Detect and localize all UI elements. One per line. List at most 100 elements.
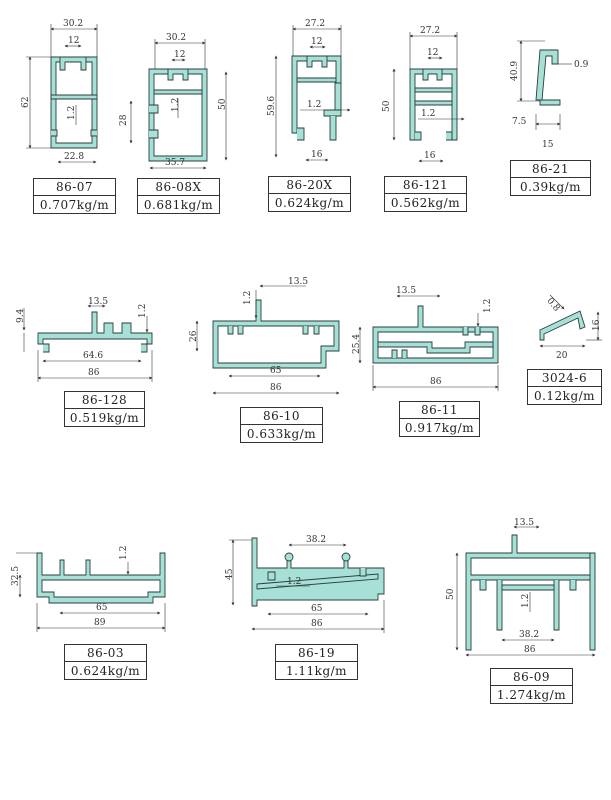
profile-code: 86-128 xyxy=(65,392,144,409)
profile-weight: 0.633kg/m xyxy=(246,426,317,441)
dim-label: 13.5 xyxy=(88,297,108,307)
dim-label: 86 xyxy=(430,377,442,387)
dim-label: 1.2 xyxy=(287,577,301,587)
profile-code: 86-21 xyxy=(511,161,590,178)
profile-weight: 0.12kg/m xyxy=(533,388,596,403)
dim-label: 25.4 xyxy=(352,334,362,354)
profile-weight: 0.917kg/m xyxy=(404,420,475,435)
dim-label: 12 xyxy=(68,36,79,46)
profile-weight: 0.562kg/m xyxy=(390,195,461,210)
profile-label-86-19: 86-19 1.11kg/m xyxy=(275,644,358,680)
dim-label: 15 xyxy=(542,140,554,150)
dim-label: 22.8 xyxy=(64,152,84,162)
dim-label: 45 xyxy=(225,568,235,580)
profile-code: 86-03 xyxy=(65,645,146,662)
profile-code: 3024-6 xyxy=(528,370,601,387)
dim-label: 1.2 xyxy=(483,299,493,313)
dim-label: 65 xyxy=(96,603,108,613)
dim-label: 86 xyxy=(270,383,282,393)
profile-label-86-09: 86-09 1.274kg/m xyxy=(490,668,573,704)
dim-label: 65 xyxy=(270,366,282,376)
profile-label-86-128: 86-128 0.519kg/m xyxy=(64,391,145,427)
profile-label-86-07: 86-07 0.707kg/m xyxy=(33,178,116,214)
profile-label-86-20X: 86-20X 0.624kg/m xyxy=(268,176,351,212)
profile-weight: 0.624kg/m xyxy=(274,195,345,210)
profile-86-09-drawing: 13.5 50 1.2 38.2 86 xyxy=(446,518,596,657)
dim-label: 20 xyxy=(556,351,568,361)
dim-label: 13.5 xyxy=(396,286,416,296)
profile-code: 86-20X xyxy=(269,177,350,194)
profile-label-86-10: 86-10 0.633kg/m xyxy=(240,407,323,443)
profile-label-86-11: 86-11 0.917kg/m xyxy=(399,401,480,437)
profile-86-121-drawing: 27.2 12 50 1.2 16 xyxy=(382,26,465,163)
profile-label-86-08X: 86-08X 0.681kg/m xyxy=(137,178,220,214)
dim-label: 50 xyxy=(446,588,456,600)
profile-weight: 0.519kg/m xyxy=(69,410,140,425)
dim-label: 27.2 xyxy=(420,26,440,36)
profile-86-03-drawing: 1.2 32.5 65 89 xyxy=(11,546,166,632)
dim-label: 35.7 xyxy=(165,158,185,168)
profile-label-86-03: 86-03 0.624kg/m xyxy=(64,644,147,680)
dim-label: 38.2 xyxy=(519,630,539,640)
profile-86-19-drawing: 38.2 45 1.2 65 86 xyxy=(225,535,385,633)
dim-label: 62 xyxy=(21,97,31,108)
profile-86-08X-drawing: 30.2 12 28 1.2 50 35.7 xyxy=(119,33,228,170)
profile-3024-6-drawing: 0.8 16 20 xyxy=(539,294,602,361)
profile-code: 86-08X xyxy=(138,179,219,196)
dim-label: 28 xyxy=(119,114,129,126)
profile-weight: 0.707kg/m xyxy=(39,197,110,212)
dim-label: 50 xyxy=(382,100,392,112)
profile-code: 86-19 xyxy=(276,645,357,662)
profile-weight: 0.681kg/m xyxy=(143,197,214,212)
dim-label: 1.2 xyxy=(307,100,321,110)
dim-label: 38.2 xyxy=(306,535,326,545)
dim-label: 30.2 xyxy=(166,33,186,43)
profile-weight: 1.274kg/m xyxy=(496,687,567,702)
profile-86-21-drawing: 40.9 0.9 7.5 15 xyxy=(510,40,589,150)
dim-label: 12 xyxy=(427,48,438,58)
profile-86-20X-drawing: 27.2 12 59.6 1.2 16 xyxy=(267,19,351,162)
dim-label: 13.5 xyxy=(288,277,308,287)
profile-weight: 1.11kg/m xyxy=(285,663,348,678)
profile-weight: 0.39kg/m xyxy=(519,179,582,194)
dim-label: 12 xyxy=(174,50,185,60)
dim-label: 50 xyxy=(218,98,228,110)
dim-label: 12 xyxy=(311,37,322,47)
dim-label: 16 xyxy=(311,150,323,160)
dim-label: 1.2 xyxy=(521,594,531,608)
dim-label: 86 xyxy=(524,645,536,655)
profile-label-86-121: 86-121 0.562kg/m xyxy=(384,176,467,212)
dim-label: 7.5 xyxy=(512,117,527,127)
dim-label: 32.5 xyxy=(11,566,21,586)
profile-weight: 0.624kg/m xyxy=(70,663,141,678)
dim-label: 26 xyxy=(189,330,199,342)
dim-label: 0.8 xyxy=(544,296,561,314)
dim-label: 1.2 xyxy=(243,291,253,305)
dim-label: 86 xyxy=(88,368,100,378)
profile-86-128-drawing: 9.4 13.5 1.2 64.6 86 xyxy=(16,297,153,382)
dim-label: 64.6 xyxy=(83,351,103,361)
dim-label: 1.2 xyxy=(138,304,148,318)
dim-label: 40.9 xyxy=(510,61,520,81)
dim-label: 16 xyxy=(424,151,436,161)
profile-code: 86-07 xyxy=(34,179,115,196)
profile-label-3024-6: 3024-6 0.12kg/m xyxy=(527,369,602,405)
dim-label: 1.2 xyxy=(67,106,77,120)
dim-label: 1.2 xyxy=(119,546,129,560)
dim-label: 1.2 xyxy=(171,98,181,112)
dim-label: 65 xyxy=(311,604,323,614)
dim-label: 30.2 xyxy=(63,19,83,29)
profile-86-10-drawing: 1.2 13.5 26 65 86 xyxy=(189,277,340,395)
profile-code: 86-121 xyxy=(385,177,466,194)
profile-86-07-drawing: 30.2 12 62 1.2 22.8 xyxy=(21,19,98,164)
dim-label: 27.2 xyxy=(305,19,325,29)
dim-label: 16 xyxy=(592,319,602,331)
profile-code: 86-11 xyxy=(400,402,479,419)
profile-code: 86-09 xyxy=(491,669,572,686)
dim-label: 13.5 xyxy=(514,518,534,528)
dim-label: 89 xyxy=(94,618,106,628)
profile-code: 86-10 xyxy=(241,408,322,425)
dim-label: 1.2 xyxy=(421,109,435,119)
dim-label: 59.6 xyxy=(267,96,277,116)
